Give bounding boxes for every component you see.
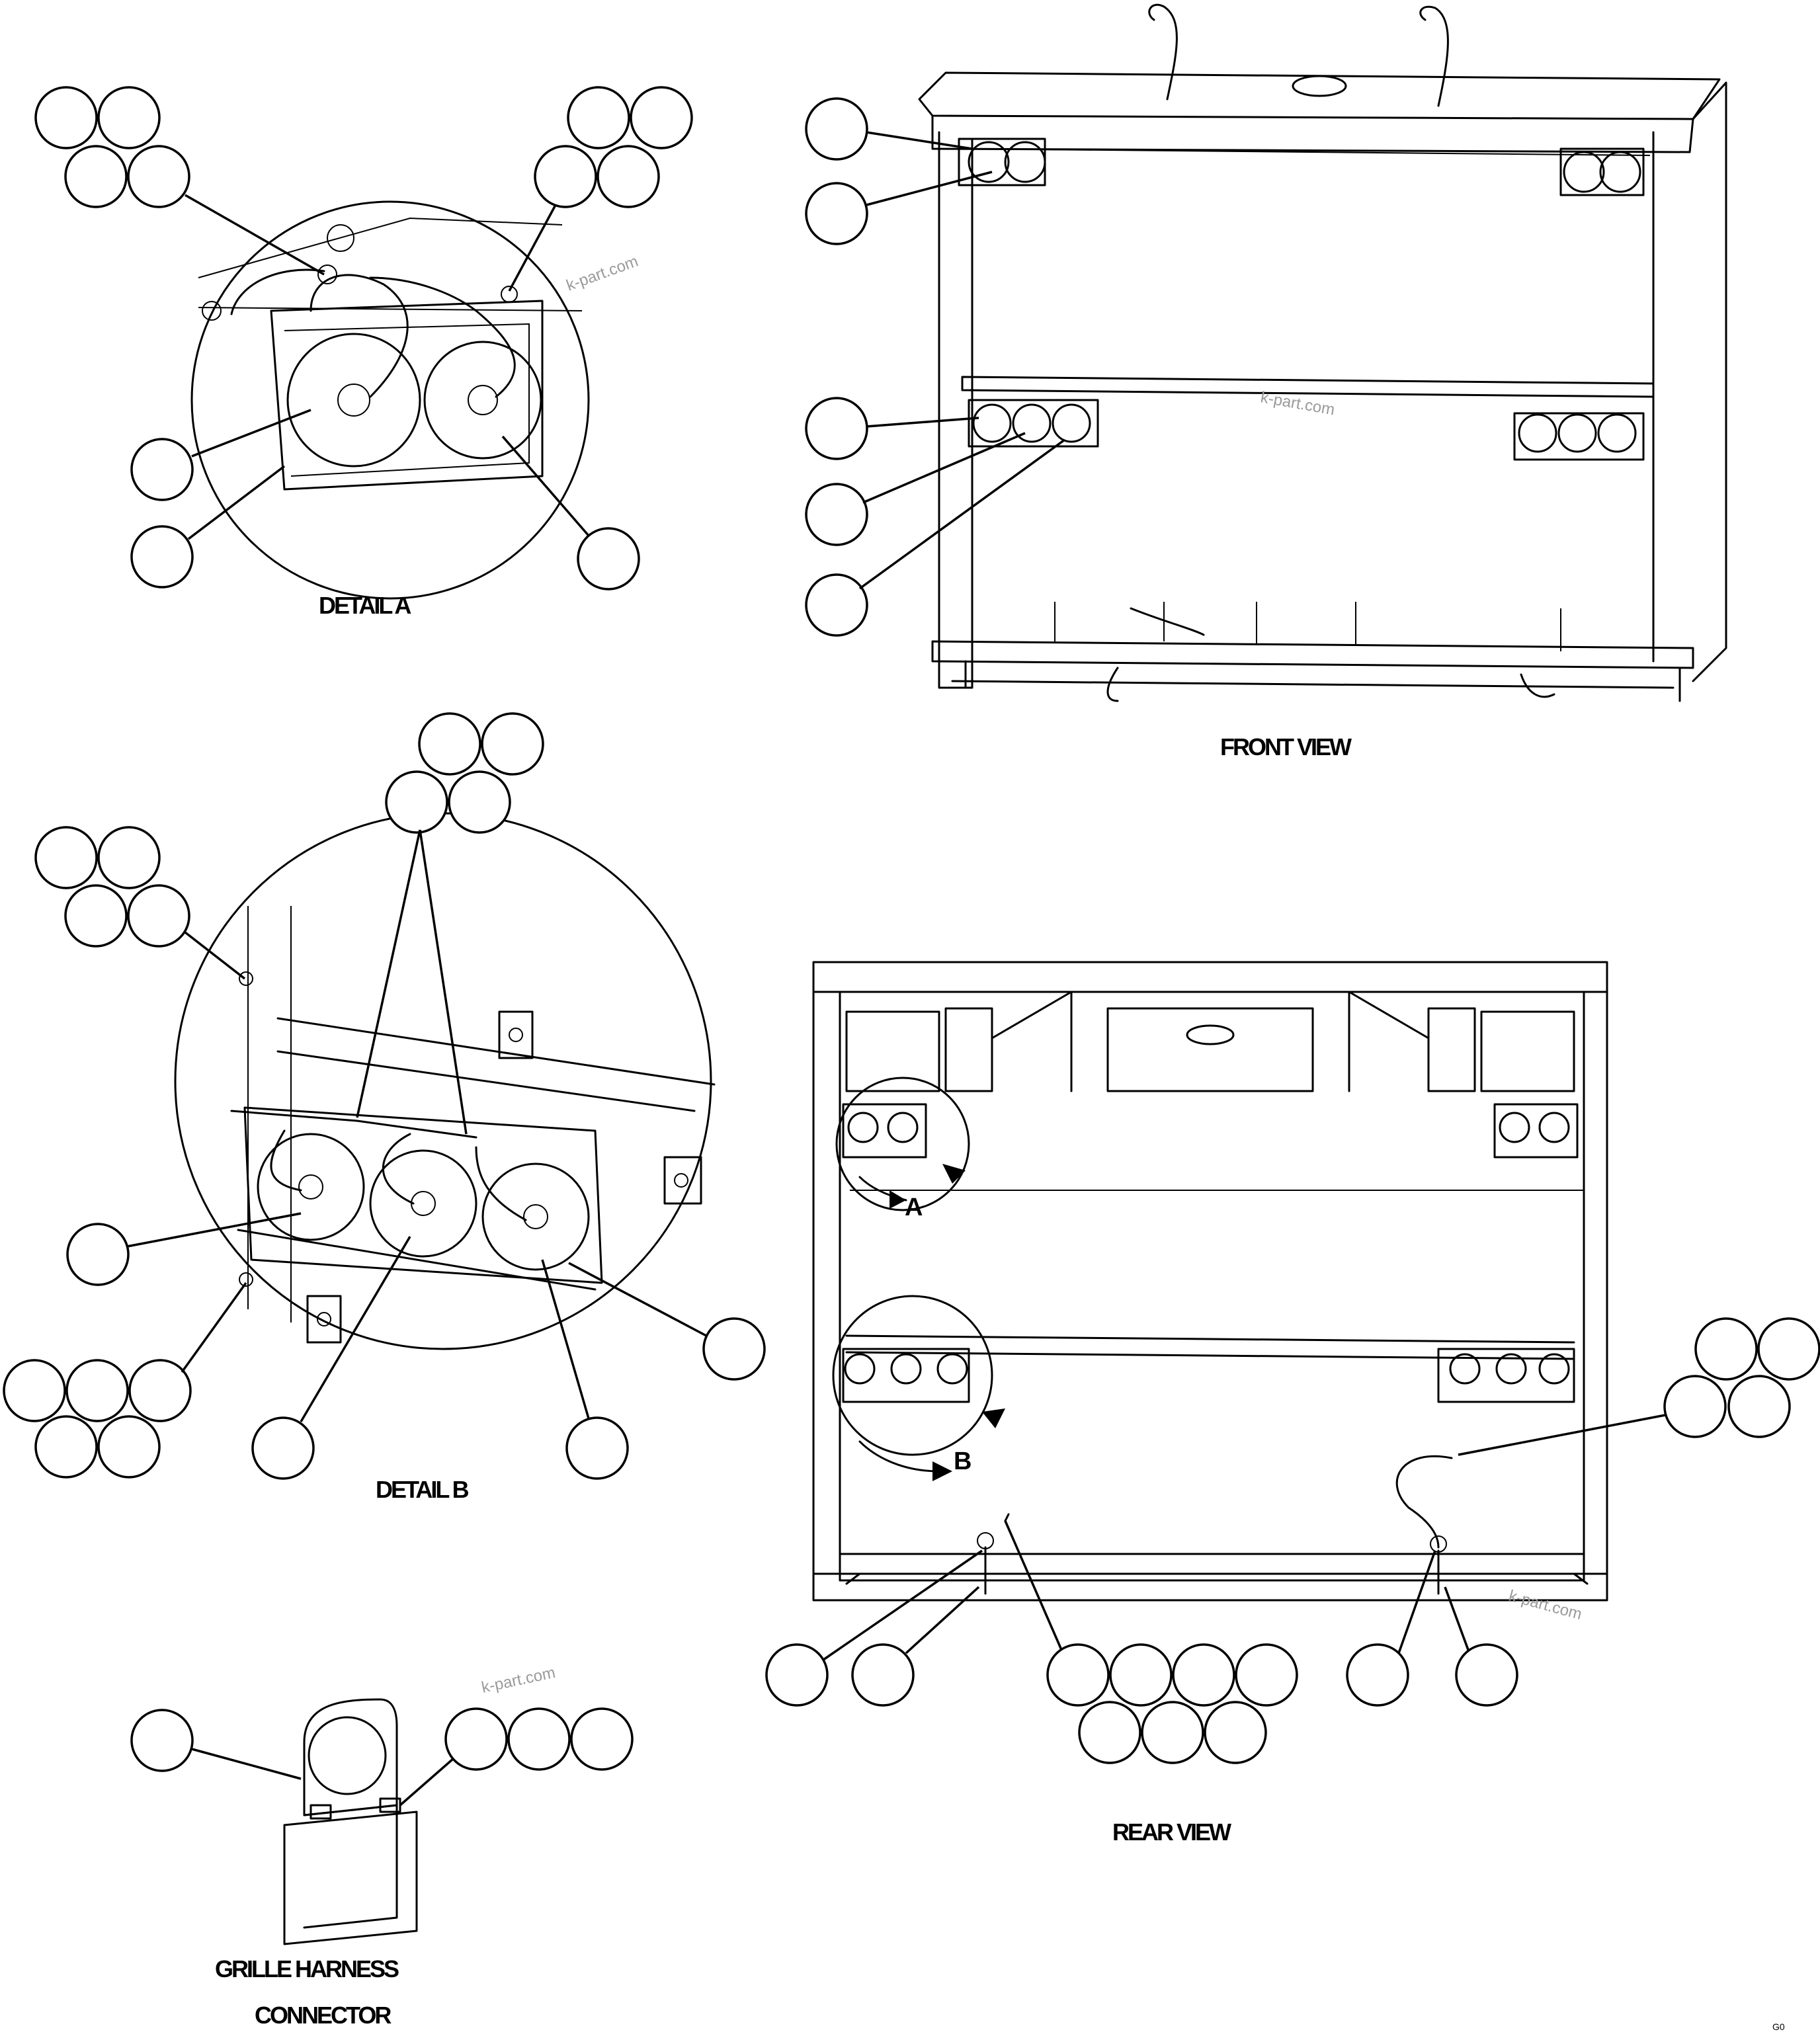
detail-marker-b: B xyxy=(954,1447,972,1475)
drawing-code: G0 xyxy=(1772,2021,1785,2032)
detail-a-view xyxy=(190,200,590,600)
front-view-title: FRONT VIEW xyxy=(1220,733,1352,760)
grille-harness-connector-view xyxy=(283,1698,418,1945)
rear-view xyxy=(812,961,1608,1602)
detail-a-title: DETAIL A xyxy=(319,592,411,619)
grille-connector-title: CONNECTOR xyxy=(255,2002,392,2029)
detail-b-view xyxy=(174,812,716,1350)
detail-b-callouts xyxy=(3,712,766,1480)
grille-connector-callouts xyxy=(130,1707,634,1807)
rear-view-callouts xyxy=(765,1317,1820,1764)
grille-harness-title: GRILLE HARNESS xyxy=(215,1955,399,1982)
detail-b-title: DETAIL B xyxy=(376,1476,469,1503)
rear-view-title: REAR VIEW xyxy=(1112,1818,1231,1846)
detail-marker-a: A xyxy=(905,1194,923,1221)
watermark-rear-view: k-part.com xyxy=(1507,1587,1583,1623)
watermark-grille: k-part.com xyxy=(480,1664,557,1697)
detail-a-callouts xyxy=(34,86,693,590)
watermark-detail-a: k-part.com xyxy=(564,252,641,294)
front-view xyxy=(918,4,1727,702)
front-view-callouts xyxy=(805,97,1066,637)
